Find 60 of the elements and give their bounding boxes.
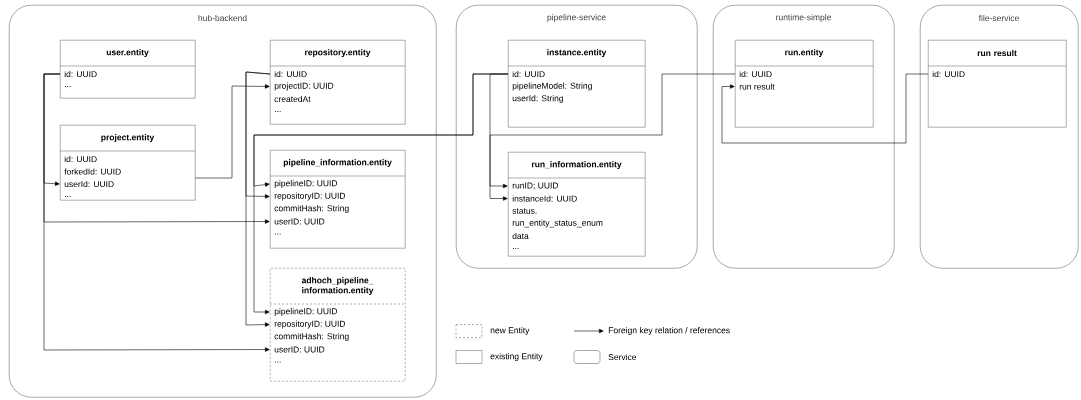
field-text: ... [65,196,71,197]
field-text: pipelineID: UUID [274,308,338,316]
entity-title: run result [977,49,1017,57]
field-text: id: UUID [64,155,97,163]
entity-table [269,40,406,125]
field-text: status. [512,208,537,214]
arrow [721,73,929,144]
entity-title: run_information.entity [531,161,622,169]
field-text: ... [65,86,71,87]
entity-table [59,40,196,99]
legend-text: existing Entity [490,353,543,361]
legend-text: Service [608,353,637,361]
entity-title: instance.entity [547,49,607,57]
entity-table [927,40,1067,128]
field-text: repositoryID: UUID [274,320,346,329]
entity-table [734,40,874,128]
field-text: id: UUID [739,70,772,78]
field-text: runID; UUID [512,182,559,190]
arrow [43,73,270,352]
field-text: run_entity_status_enum [512,219,603,228]
entity-title: repository.entity [305,49,371,57]
field-text: commitHash: String [274,205,349,213]
entity-title: run.entity [785,49,824,57]
entity-title: pipeline_information.entity [283,159,392,167]
field-text: userID: UUID [274,346,325,353]
entity-title: user.entity [106,49,149,57]
field-text: id: UUID [932,70,965,78]
field-text: data [512,232,529,240]
field-text: projectID: UUID [274,82,334,91]
field-text: instanceId: UUID [512,195,577,202]
field-text: pipelineModel: String [512,82,592,91]
field-text: commitHash: String [274,333,349,341]
arrow [489,73,736,189]
field-text: repositoryID: UUID [274,192,346,201]
arrow [195,84,270,179]
arrow [489,73,509,201]
entity-table [269,150,406,249]
field-text: pipelineID: UUID [274,180,338,188]
field-text: forkedId: UUID [64,168,121,175]
field-text: createdAt [274,95,311,103]
legend-text: Foreign key relation / references [608,327,730,335]
field-text: id: UUID [512,70,545,78]
legend-text: new Entity [490,327,530,335]
field-text: run result [739,83,775,90]
entity-title: adhoch_pipeline_ information.entity [301,277,374,295]
entity-table [269,268,406,382]
entity-table [59,125,196,201]
entity-title: project.entity [101,134,155,142]
field-text: ... [275,111,281,112]
field-text: ... [513,248,519,249]
entity-table [507,152,646,257]
arrow [245,71,271,327]
field-text: id: UUID [64,70,97,78]
field-text: userID: UUID [274,218,325,225]
field-text: id: UUID [274,70,307,78]
entity-table [507,40,646,128]
field-text: userId: UUID [64,180,114,188]
field-text: ... [275,233,281,235]
field-text: userId: String [512,95,563,103]
field-text: ... [275,361,281,363]
